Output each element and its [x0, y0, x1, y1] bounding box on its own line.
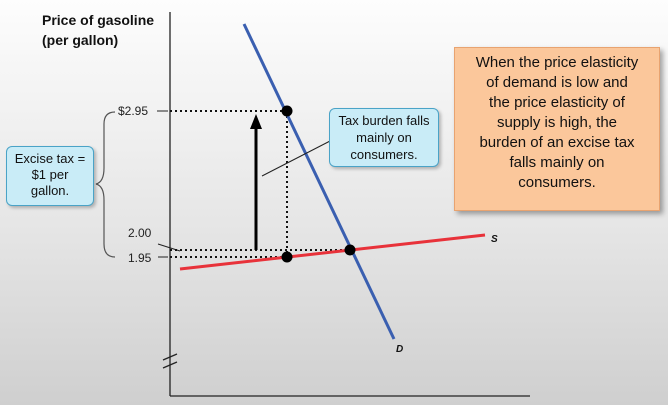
- point-consumer-price: [281, 105, 293, 117]
- info-line: When the price elasticity: [475, 54, 639, 71]
- info-line: consumers.: [518, 174, 596, 191]
- burden-line: mainly on: [356, 130, 412, 145]
- tick-label-high: $2.95: [118, 104, 148, 118]
- demand-curve: [242, 23, 396, 340]
- axis-break-mark: [162, 361, 178, 369]
- excise-line: Excise tax =: [14, 151, 86, 166]
- arrow-head: [250, 114, 262, 129]
- supply-curve: [179, 233, 486, 271]
- burden-line: Tax burden falls: [338, 113, 430, 128]
- info-line: the price elasticity of: [489, 94, 625, 111]
- excise-tax-callout: Excise tax = $1 per gallon.: [6, 146, 94, 206]
- supply-curve-label: S: [491, 234, 498, 245]
- axis-break-mark: [162, 353, 178, 361]
- elasticity-info-box: When the price elasticity of demand is l…: [454, 47, 660, 211]
- info-line: falls mainly on: [509, 154, 605, 171]
- point-equilibrium: [344, 244, 356, 256]
- y-axis-title: Price of gasoline: [42, 12, 154, 28]
- tax-burden-callout: Tax burden falls mainly on consumers.: [329, 108, 439, 167]
- excise-line: $1 per: [31, 167, 69, 182]
- info-line: of demand is low and: [486, 74, 628, 91]
- callout-connector: [261, 139, 333, 177]
- excise-line: gallon.: [30, 183, 70, 198]
- burden-line: consumers.: [350, 147, 418, 162]
- demand-curve-label: D: [396, 344, 403, 355]
- info-line: burden of an excise tax: [479, 134, 635, 151]
- tax-brace: [95, 111, 116, 258]
- y-axis-title: (per gallon): [42, 32, 118, 48]
- tick-label-mid: 2.00: [128, 226, 152, 240]
- tick-label-low: 1.95: [128, 251, 152, 265]
- point-producer-price: [281, 251, 293, 263]
- info-line: supply is high, the: [496, 114, 618, 131]
